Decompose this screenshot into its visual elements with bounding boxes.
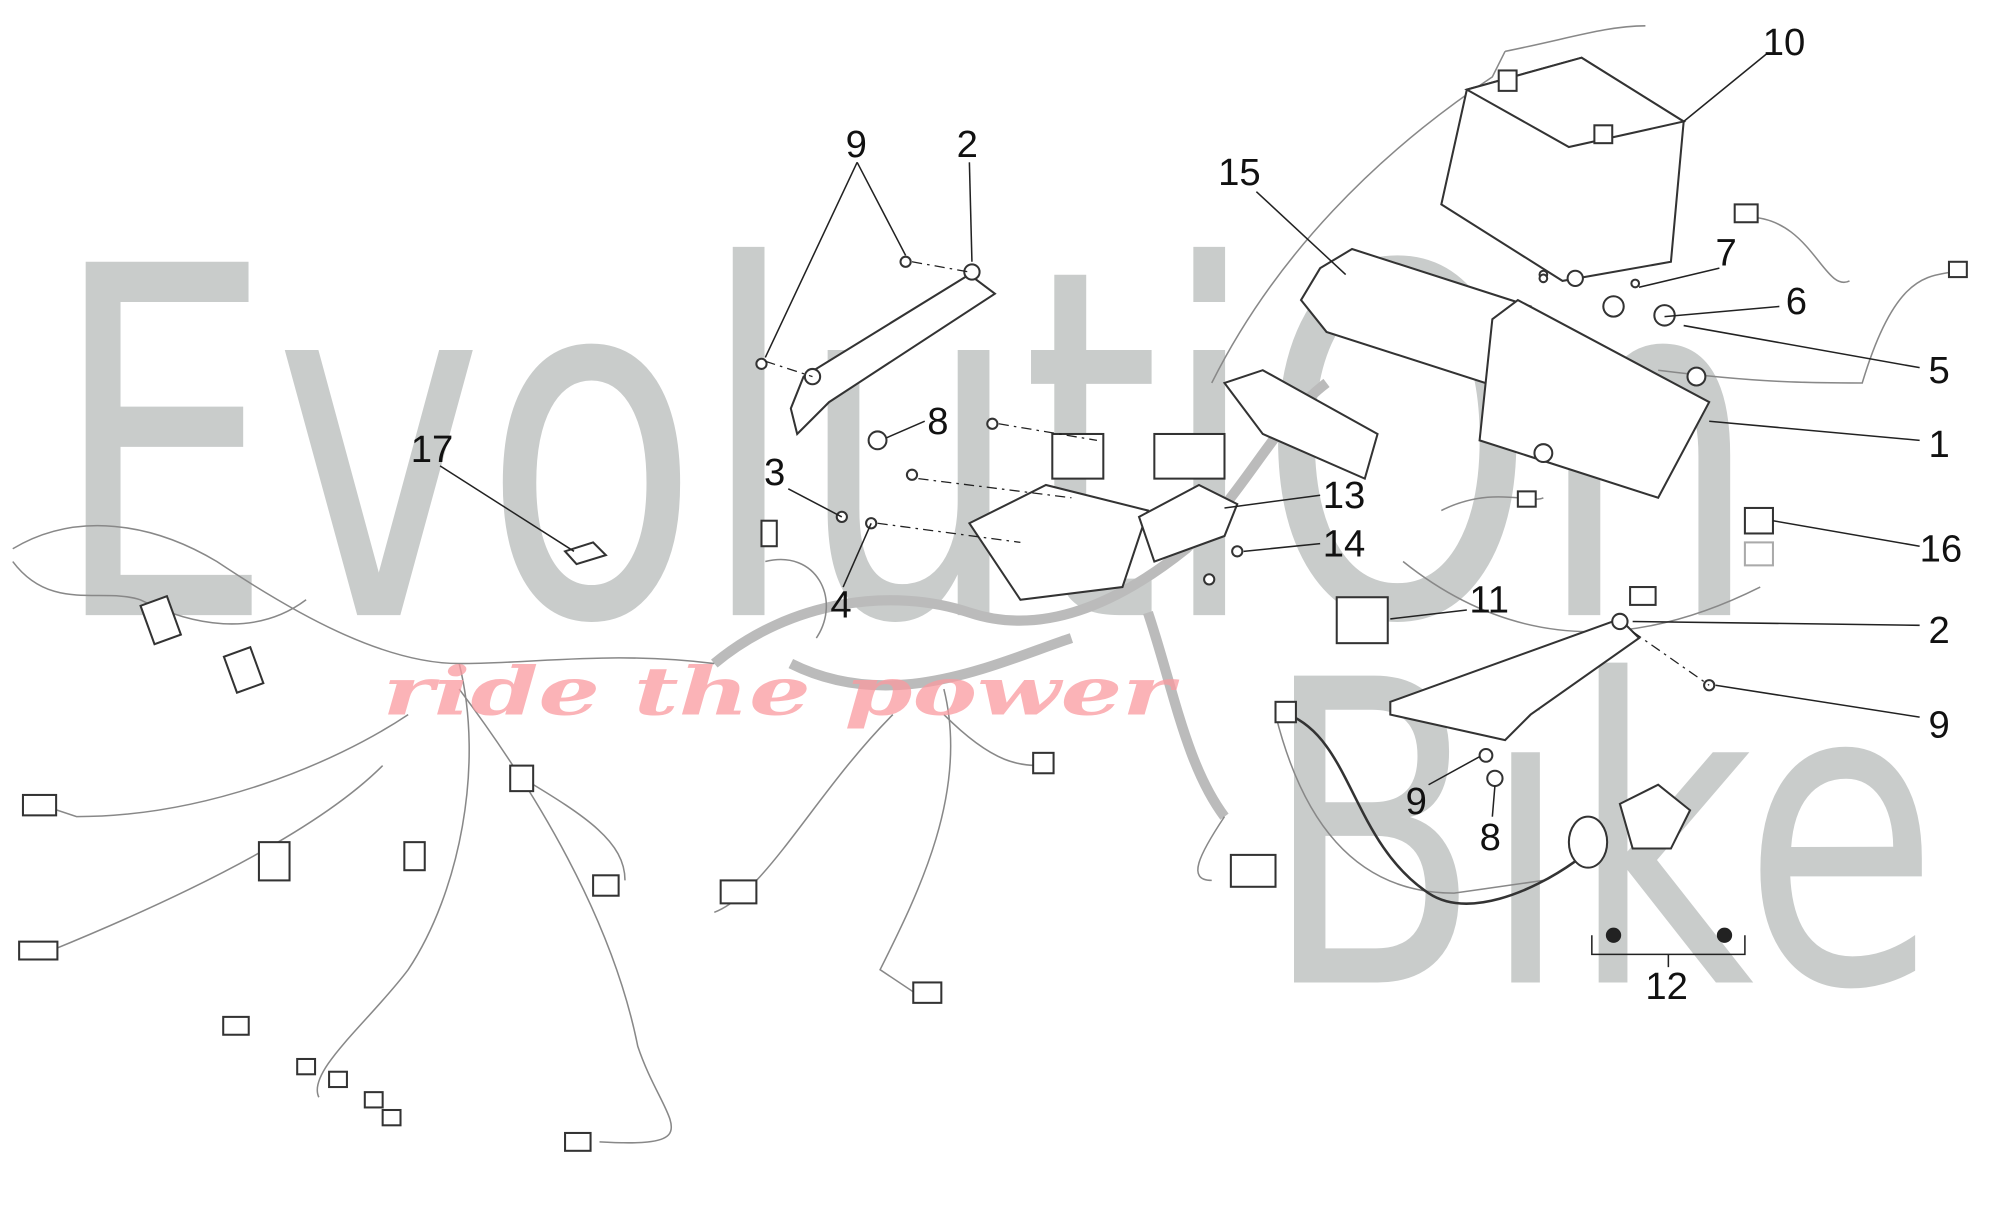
wiring-harness <box>12 25 1965 1144</box>
callout-9-right: 9 <box>1929 704 1950 747</box>
part-bracket-upper <box>755 255 997 451</box>
callout-9: 9 <box>846 123 867 166</box>
part-clip <box>563 483 1239 566</box>
part-fuse-box <box>967 369 1379 601</box>
callout-12: 12 <box>1645 965 1688 1008</box>
callout-8: 8 <box>927 400 948 443</box>
callout-16: 16 <box>1920 528 1963 571</box>
callout-4: 4 <box>830 584 851 627</box>
callout-2: 2 <box>957 123 978 166</box>
part-bracket-lower <box>1389 612 1716 788</box>
connectors <box>18 203 1968 1152</box>
callout-3: 3 <box>764 451 785 494</box>
leader-lines <box>439 53 1920 968</box>
callout-15: 15 <box>1218 151 1261 194</box>
callout-11: 11 <box>1469 579 1509 622</box>
part-screws <box>835 273 1641 586</box>
callout-7: 7 <box>1716 232 1737 275</box>
callout-2-lower: 2 <box>1929 609 1950 652</box>
callout-10: 10 <box>1763 21 1806 64</box>
part-socket <box>1229 713 1746 956</box>
callout-1: 1 <box>1929 423 1950 466</box>
callout-17: 17 <box>411 428 454 471</box>
callout-14: 14 <box>1323 522 1366 565</box>
callout-13: 13 <box>1323 474 1366 517</box>
part-battery <box>1440 56 1687 282</box>
callouts: 9 2 15 10 7 6 5 1 17 8 3 4 13 14 16 11 2… <box>411 21 1962 1008</box>
part-relay <box>1335 506 1774 645</box>
part-battery-tray <box>1299 247 1711 499</box>
watermark-tagline: ride the power <box>383 653 1180 731</box>
callout-6: 6 <box>1786 280 1807 323</box>
callout-9-lower: 9 <box>1406 780 1427 823</box>
callout-8-lower: 8 <box>1480 816 1501 859</box>
callout-5: 5 <box>1929 349 1950 392</box>
